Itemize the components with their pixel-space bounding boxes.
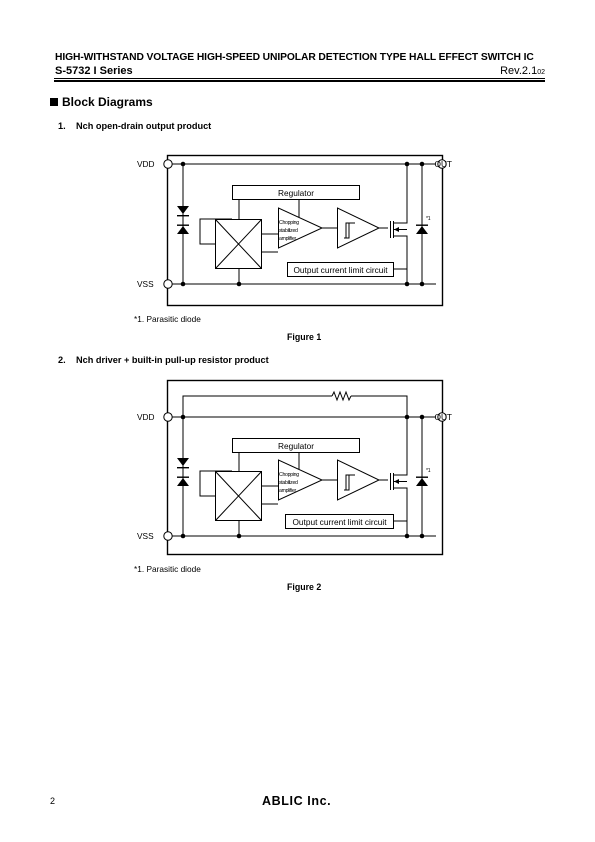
vdd-terminal <box>163 159 173 169</box>
parasitic-diode <box>416 478 428 486</box>
chopping-amplifier <box>278 459 324 501</box>
vss-terminal <box>163 279 173 289</box>
square-bullet-icon <box>50 98 58 106</box>
protection-diode-upper <box>177 206 189 214</box>
page-number: 2 <box>50 796 56 806</box>
out-terminal <box>437 159 447 169</box>
parasitic-diode-note-2: *1. Parasitic diode <box>134 564 201 574</box>
section-heading: Block Diagrams <box>50 95 153 109</box>
hall-bias-loop <box>199 218 232 245</box>
schmitt-comparator <box>337 207 381 249</box>
figure-caption-1: Figure 1 <box>287 332 322 342</box>
amp-label-line2: stabilized <box>279 480 298 486</box>
junction-dot <box>404 161 410 167</box>
junction-dot <box>404 414 410 420</box>
junction-dot <box>404 281 410 287</box>
junction-dot <box>419 533 425 539</box>
protection-diode-upper-bar <box>177 215 189 217</box>
regulator-label: Regulator <box>278 188 314 198</box>
fet-source-wire <box>393 487 408 536</box>
series-name: S-5732 I Series <box>55 65 133 77</box>
block-diagram-figure-2: VDD VSS OUT Regulator Output current lim… <box>137 379 452 556</box>
pullup-wire-left <box>182 395 332 417</box>
out-terminal <box>437 412 447 422</box>
vss-label: VSS <box>137 531 154 541</box>
junction-dot <box>419 281 425 287</box>
vdd-label: VDD <box>137 412 155 422</box>
fet-arrow-icon <box>394 479 399 484</box>
header-rule-thin <box>54 78 545 79</box>
vdd-label: VDD <box>137 159 155 169</box>
ic-outline <box>166 379 444 556</box>
hall-bias-loop <box>199 470 232 497</box>
junction-dot <box>236 533 242 539</box>
protection-diode-lower-bar <box>177 224 189 226</box>
hysteresis-icon-2 <box>345 222 355 238</box>
fet-drain-wire <box>393 164 408 224</box>
current-limit-label: Output current limit circuit <box>293 265 388 275</box>
regulator-label: Regulator <box>278 441 314 451</box>
parasitic-diode-bar <box>416 224 428 226</box>
product-heading-2: 2. Nch driver + built-in pull-up resistor… <box>58 355 269 365</box>
block-diagram-figure-1: VDD VSS OUT Regulator Output current lim… <box>137 154 452 307</box>
vss-terminal <box>163 531 173 541</box>
protection-diode-upper-bar <box>177 467 189 469</box>
out-label: OUT <box>434 412 452 422</box>
product-number: 1. <box>58 121 66 131</box>
schmitt-comparator <box>337 459 381 501</box>
junction-dot <box>180 414 186 420</box>
pullup-wire-right <box>351 395 408 417</box>
figure-caption-2: Figure 2 <box>287 582 322 592</box>
parasitic-diode-bar <box>416 476 428 478</box>
protection-diode-lower-bar <box>177 476 189 478</box>
regulator-block <box>232 438 360 453</box>
fet-drain-wire <box>393 417 408 476</box>
parasitic-diode <box>416 226 428 234</box>
vdd-terminal <box>163 412 173 422</box>
amp-label-line1: Chopping <box>279 472 299 478</box>
product-title: Nch open-drain output product <box>76 121 212 131</box>
document-title: HIGH-WITHSTAND VOLTAGE HIGH-SPEED UNIPOL… <box>55 52 534 63</box>
pullup-resistor <box>331 390 352 402</box>
junction-dot <box>236 281 242 287</box>
amp-label-line3: amplifier <box>279 236 296 242</box>
junction-dot <box>404 533 410 539</box>
ic-outline <box>166 154 444 307</box>
revision-label: Rev.2.102 <box>500 65 545 77</box>
chopping-amplifier <box>278 207 324 249</box>
revision-subscript: 02 <box>537 69 545 76</box>
fet-arrow-icon <box>394 227 399 232</box>
hall-cross-2 <box>215 219 262 269</box>
junction-dot <box>180 533 186 539</box>
fet-source-wire <box>393 235 408 284</box>
protection-diode-lower <box>177 226 189 234</box>
junction-dot <box>180 161 186 167</box>
amp-label-line2: stabilized <box>279 228 298 234</box>
junction-dot <box>180 281 186 287</box>
note-mark: *1 <box>426 216 431 222</box>
hall-cross-2 <box>215 471 262 521</box>
junction-dot <box>419 414 425 420</box>
parasitic-diode-note-1: *1. Parasitic diode <box>134 314 201 324</box>
current-limit-label: Output current limit circuit <box>292 517 387 527</box>
junction-dot <box>419 161 425 167</box>
section-heading-text: Block Diagrams <box>62 95 153 109</box>
header-rule-thick <box>54 80 545 82</box>
product-heading-1: 1. Nch open-drain output product <box>58 121 211 131</box>
product-title: Nch driver + built-in pull-up resistor p… <box>76 355 269 365</box>
protection-diode-upper <box>177 458 189 466</box>
out-label: OUT <box>434 159 452 169</box>
regulator-block <box>232 185 360 200</box>
hysteresis-icon-2 <box>345 474 355 490</box>
protection-diode-lower <box>177 478 189 486</box>
note-mark: *1 <box>426 468 431 474</box>
amp-label-line1: Chopping <box>279 220 299 226</box>
amp-label-line3: amplifier <box>279 488 296 494</box>
revision-text: Rev.2.1 <box>500 65 538 77</box>
product-number: 2. <box>58 355 66 365</box>
vss-label: VSS <box>137 279 154 289</box>
company-logo: ABLIC Inc. <box>262 794 332 808</box>
